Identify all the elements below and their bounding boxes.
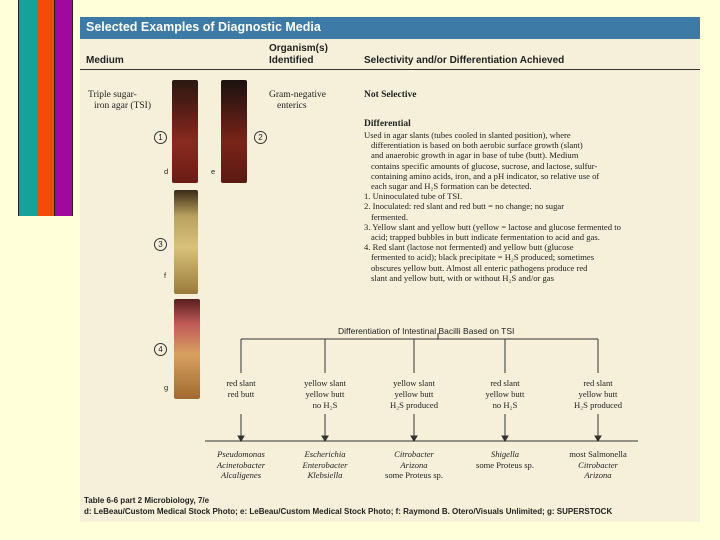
decorative-stripe-teal <box>18 0 38 216</box>
tree-arrowhead-1 <box>237 435 245 442</box>
title-bar: Selected Examples of Diagnostic Media <box>80 17 700 39</box>
photo-label-f: f <box>164 271 167 280</box>
not-selective-label: Not Selective <box>364 90 417 100</box>
photo-number-3: 3 <box>154 238 167 251</box>
photo-number-4: 4 <box>154 343 167 356</box>
column-header-selectivity: Selectivity and/or Differentiation Achie… <box>364 55 565 66</box>
column-header-medium: Medium <box>86 55 124 66</box>
tree-arrowhead-4 <box>501 435 509 442</box>
result-item-2: 2. Inoculated: red slant and red butt = … <box>364 201 565 212</box>
tube-photo-uninoculated <box>172 80 198 183</box>
tree-arrowhead-2 <box>321 435 329 442</box>
decorative-stripe-orange <box>37 0 55 216</box>
photo-label-g: g <box>164 383 169 392</box>
header-rule <box>80 69 700 70</box>
result-item-4: 4. Red slant (lactose not fermented) and… <box>364 242 574 253</box>
result-item-1: 1. Uninoculated tube of TSI. <box>364 191 463 202</box>
table-title: Selected Examples of Diagnostic Media <box>86 20 321 34</box>
tree-arrowhead-5 <box>594 435 602 442</box>
differential-label: Differential <box>364 119 411 129</box>
column-header-organisms: Organism(s) Identified <box>269 43 328 66</box>
tree-connectors <box>205 333 638 442</box>
figure-caption: Table 6-6 part 2 Microbiology, 7/e d: Le… <box>84 496 613 516</box>
differential-description: Used in agar slants (tubes cooled in sla… <box>364 130 684 283</box>
photo-number-1: 1 <box>154 131 167 144</box>
photo-number-2: 2 <box>254 131 267 144</box>
tube-photo-red-red <box>221 80 247 183</box>
decorative-stripe-purple <box>55 0 73 216</box>
tube-photo-red-yellow <box>174 299 200 399</box>
tree-arrowhead-3 <box>410 435 418 442</box>
photo-label-e: e <box>211 167 216 176</box>
organism-name: Gram-negative enterics <box>269 90 326 111</box>
photo-label-d: d <box>164 167 169 176</box>
result-item-3: 3. Yellow slant and yellow butt (yellow … <box>364 221 621 232</box>
table-panel: Selected Examples of Diagnostic Media Me… <box>80 17 700 522</box>
medium-name: Triple sugar- iron agar (TSI) <box>88 90 151 111</box>
tree-title: Differentiation of Intestinal Bacilli Ba… <box>338 326 515 336</box>
tube-photo-yellow-yellow <box>174 190 198 294</box>
